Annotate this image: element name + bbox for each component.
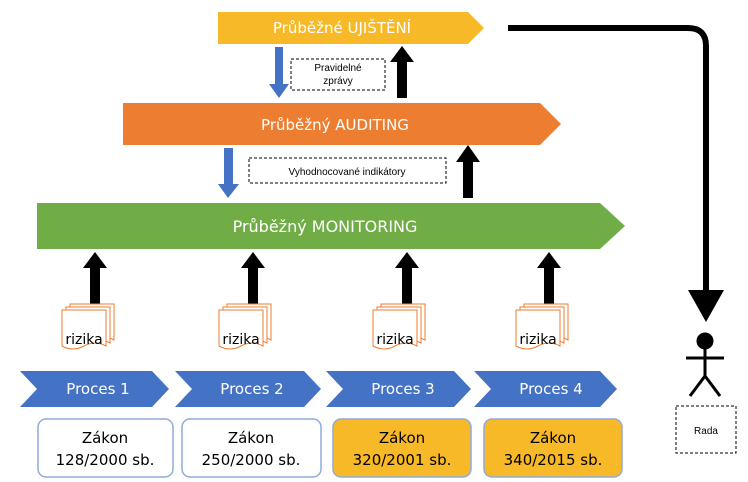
process-label-2: Proces 2	[220, 380, 283, 398]
assurance-to-board-connector	[508, 25, 709, 290]
process-label-3: Proces 3	[371, 380, 434, 398]
person-icon	[686, 332, 724, 397]
board-box	[675, 405, 737, 454]
assurance-band-label: Průběžné UJIŠTĚNÍ	[273, 18, 411, 37]
monitoring-band-label: Průběžný MONITORING	[233, 217, 418, 236]
process-chevron-1	[20, 371, 169, 407]
up-arrow-risk-4	[537, 252, 561, 304]
risk-doc-label-4: rizika	[519, 332, 556, 348]
regular-reports-line1: Pravidelné	[314, 63, 362, 74]
regular-reports-note	[290, 58, 386, 91]
process-label-1: Proces 1	[66, 380, 129, 398]
up-arrow-risk-1	[83, 252, 107, 304]
assurance-band	[218, 12, 484, 44]
risk-doc-label-3: rizika	[376, 332, 413, 348]
auditing-band-label: Průběžný AUDITING	[261, 116, 409, 134]
law-box-1-line2: 128/2000 sb.	[56, 451, 155, 469]
law-box-3-line1: Zákon	[379, 429, 425, 447]
law-box-2-line2: 250/2000 sb.	[202, 451, 301, 469]
board-arrowhead	[688, 290, 724, 322]
law-box-4	[483, 418, 623, 478]
process-label-4: Proces 4	[519, 380, 582, 398]
law-box-3-line2: 320/2001 sb.	[353, 451, 452, 469]
law-box-1-line1: Zákon	[82, 429, 128, 447]
evaluated-indicators-note	[248, 157, 447, 184]
process-chevron-2	[175, 371, 321, 407]
monitoring-band	[37, 203, 625, 249]
law-box-2-line1: Zákon	[228, 429, 274, 447]
process-chevron-4	[474, 371, 617, 407]
up-arrow-auditing-assurance	[390, 46, 414, 98]
law-box-3	[332, 418, 472, 478]
law-box-1	[37, 418, 174, 478]
law-box-4-line1: Zákon	[530, 429, 576, 447]
up-arrow-risk-3	[395, 252, 419, 304]
evaluated-indicators-label: Vyhodnocované indikátory	[289, 167, 406, 178]
regular-reports-line2: zprávy	[323, 76, 352, 87]
up-arrow-risk-2	[241, 252, 265, 304]
law-box-4-line2: 340/2015 sb.	[504, 451, 603, 469]
up-arrow-monitoring-auditing	[456, 145, 480, 198]
risk-doc-label-2: rizika	[222, 332, 259, 348]
auditing-band	[123, 103, 561, 145]
risk-doc-label-1: rizika	[65, 332, 102, 348]
board-label: Rada	[694, 426, 718, 437]
process-chevron-3	[326, 371, 471, 407]
down-arrow-auditing-monitoring	[218, 148, 239, 198]
law-box-2	[181, 418, 322, 478]
down-arrow-assurance-auditing	[269, 47, 289, 98]
